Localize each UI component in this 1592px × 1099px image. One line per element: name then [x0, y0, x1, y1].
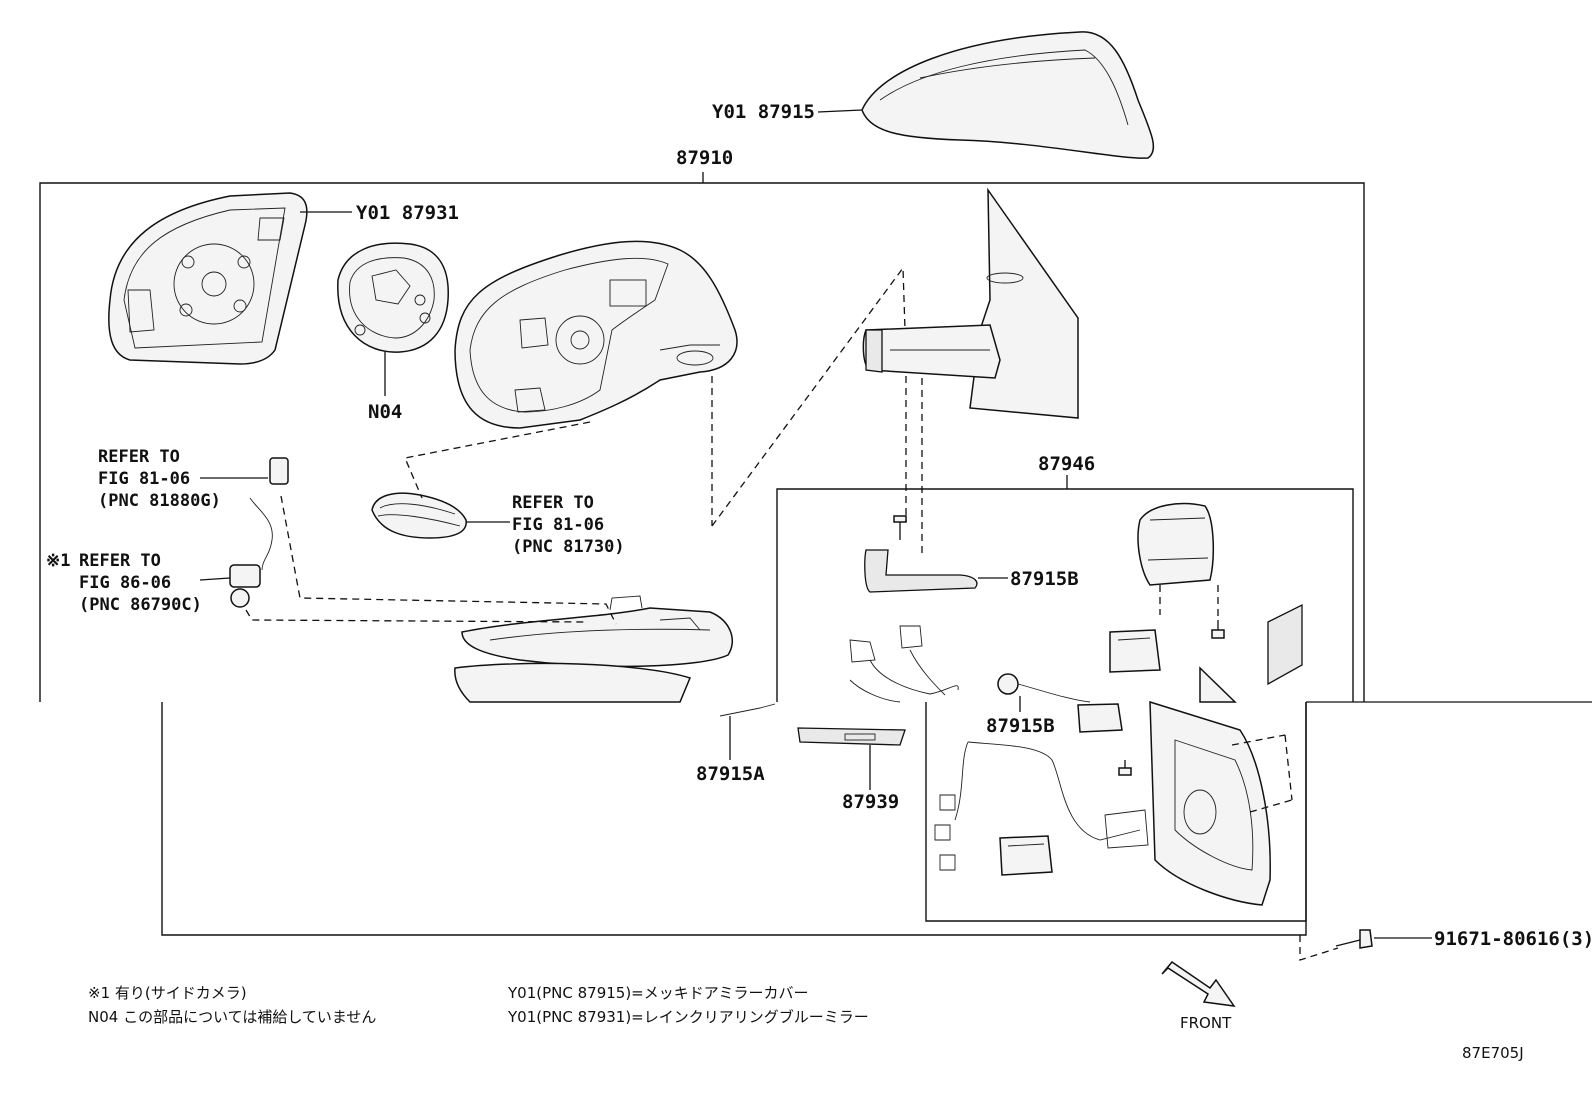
figure-id: 87E705J	[1462, 1044, 1524, 1062]
label-refer2-mark: ※1	[46, 551, 70, 571]
wiring-lamp-87915b-lower	[997, 673, 1091, 712]
assembly-box-87946	[776, 475, 1354, 922]
trim-strip-87939	[797, 727, 906, 790]
label-bolt: 91671-80616(3)	[1434, 928, 1592, 950]
mirror-glass-part	[108, 192, 352, 365]
label-refer3-line3: (PNC 81730)	[512, 537, 625, 557]
label-87939: 87939	[842, 791, 899, 813]
label-front: FRONT	[1180, 1014, 1232, 1032]
mirror-housing-part	[454, 240, 738, 429]
base-lower-housing-87915a	[454, 595, 776, 760]
connector-part	[1109, 629, 1161, 673]
note-1: ※1 有り(サイドカメラ)	[88, 984, 247, 1002]
label-87915b-upper: 87915B	[1010, 568, 1079, 590]
mirror-cover-part	[817, 31, 1155, 159]
label-87946: 87946	[1038, 453, 1095, 475]
label-refer1-line3: (PNC 81880G)	[98, 491, 221, 511]
socket-part	[200, 457, 289, 485]
bracket-87915b-upper	[864, 549, 1008, 593]
note-4: Y01(PNC 87931)=レインクリアリングブルーミラー	[507, 1008, 869, 1026]
side-camera-part	[199, 497, 273, 608]
label-refer2-line1: REFER TO	[79, 551, 161, 571]
wire-harness-lower	[934, 741, 1149, 871]
label-87915b-lower: 87915B	[986, 715, 1055, 737]
label-assembly-87910: 87910	[676, 147, 733, 169]
label-refer3-line2: FIG 81-06	[512, 515, 604, 535]
front-arrow-icon	[1161, 960, 1236, 1007]
bolt-icon	[1299, 929, 1432, 961]
screw-icon	[893, 515, 907, 540]
label-n04: N04	[368, 401, 402, 423]
label-refer1-line1: REFER TO	[98, 447, 180, 467]
label-refer2-line2: FIG 86-06	[79, 573, 171, 593]
mirror-base-bracket-part	[862, 187, 1079, 419]
label-refer3-line1: REFER TO	[512, 493, 594, 513]
mirror-outer-housing-right	[1149, 666, 1293, 906]
label-refer1-line2: FIG 81-06	[98, 469, 190, 489]
label-refer2-line3: (PNC 86790C)	[79, 595, 202, 615]
turn-signal-lamp-part	[371, 492, 510, 539]
note-3: Y01(PNC 87915)=メッキドアミラーカバー	[507, 984, 808, 1002]
dashed-guides	[245, 266, 923, 625]
connector-lower-part	[999, 835, 1053, 876]
label-cover: Y01 87915	[712, 101, 815, 123]
label-mirror-87931: Y01 87931	[356, 202, 459, 224]
label-87915a: 87915A	[696, 763, 765, 785]
motor-unit-part	[1137, 502, 1225, 639]
relay-part	[1077, 703, 1132, 776]
wire-harness-upper	[849, 625, 959, 703]
actuator-n04-part	[337, 242, 449, 396]
gasket-part	[1267, 603, 1303, 686]
note-2: N04 この部品については補給していません	[88, 1008, 376, 1026]
